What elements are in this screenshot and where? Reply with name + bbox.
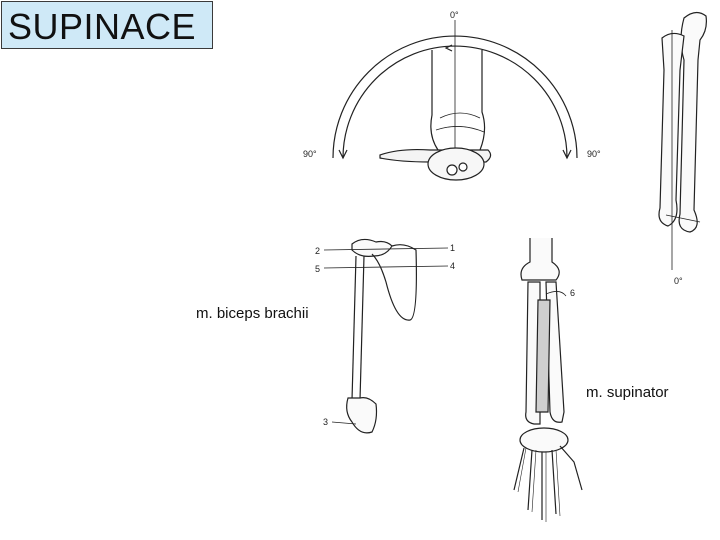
angle-label-right: 90° (587, 149, 601, 159)
forearm-bones-side (658, 11, 707, 270)
bone-label-6: 6 (570, 288, 575, 298)
supinator-arm-diagram (513, 238, 583, 522)
bone-label-2: 2 (315, 246, 320, 256)
caption-biceps: m. biceps brachii (196, 305, 309, 322)
angle-label-top: 0° (450, 10, 459, 20)
angle-label-left: 90° (303, 149, 317, 159)
title-box: SUPINACE (1, 1, 213, 49)
bone-label-1: 1 (450, 243, 455, 253)
biceps-arm-diagram (323, 238, 449, 434)
bone-label-4: 4 (450, 261, 455, 271)
angle-label-bottom: 0° (674, 276, 683, 286)
rotation-diagram (332, 20, 578, 181)
slide-title: SUPINACE (8, 6, 197, 47)
bone-label-3: 3 (323, 417, 328, 427)
bone-label-5: 5 (315, 264, 320, 274)
caption-supinator: m. supinator (586, 384, 669, 401)
